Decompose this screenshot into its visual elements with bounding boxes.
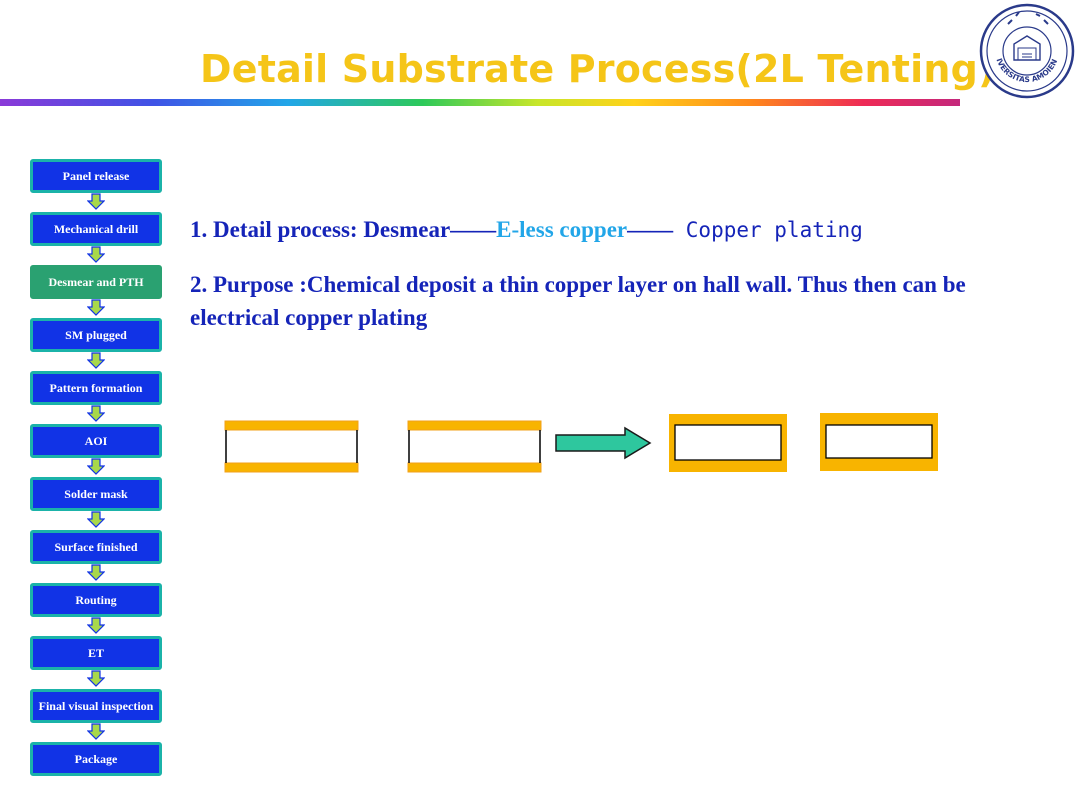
down-arrow-icon [87, 458, 105, 475]
flow-step: Routing [30, 583, 162, 617]
flow-step: Pattern formation [30, 371, 162, 405]
flow-step: Desmear and PTH [30, 265, 162, 299]
plated-hole [825, 424, 933, 459]
flow-step: Solder mask [30, 477, 162, 511]
flow-step: ET [30, 636, 162, 670]
flow-step: SM plugged [30, 318, 162, 352]
university-seal-logo: UNIVERSITAS AMOIENSIS [978, 2, 1075, 99]
top-copper-layer [407, 420, 542, 431]
bottom-copper-layer [407, 462, 542, 473]
down-arrow-icon [87, 352, 105, 369]
bottom-copper-layer [224, 462, 359, 473]
board-before-2 [407, 420, 542, 473]
flow-step: Surface finished [30, 530, 162, 564]
down-arrow-icon [87, 670, 105, 687]
flow-step: Package [30, 742, 162, 776]
down-arrow-icon [87, 405, 105, 422]
board-after-1 [669, 414, 787, 472]
down-arrow-icon [87, 246, 105, 263]
eless-copper-step: E-less copper [496, 217, 628, 242]
process-arrow [555, 426, 652, 460]
detail-prefix: 1. Detail process: Desmear [190, 217, 451, 242]
plated-hole [674, 424, 782, 461]
down-arrow-icon [87, 511, 105, 528]
down-arrow-icon [87, 723, 105, 740]
detail-process-line: 1. Detail process: Desmear——E-less coppe… [190, 217, 863, 243]
down-arrow-icon [87, 193, 105, 210]
rainbow-divider [0, 99, 960, 106]
slide-title: Detail Substrate Process(2L Tenting) [200, 47, 996, 91]
dash-separator: —— [627, 217, 674, 242]
top-copper-layer [224, 420, 359, 431]
flow-step: AOI [30, 424, 162, 458]
copper-plating-step: Copper plating [673, 218, 863, 242]
board-after-2 [820, 413, 938, 471]
substrate-cross-section-diagram [224, 413, 938, 473]
down-arrow-icon [87, 299, 105, 316]
flow-step: Mechanical drill [30, 212, 162, 246]
down-arrow-icon [87, 564, 105, 581]
flow-step: Panel release [30, 159, 162, 193]
flow-step: Final visual inspection [30, 689, 162, 723]
down-arrow-icon [87, 617, 105, 634]
board-before-1 [224, 420, 359, 473]
purpose-text: 2. Purpose :Chemical deposit a thin copp… [190, 272, 966, 330]
dash-separator: —— [450, 217, 497, 242]
